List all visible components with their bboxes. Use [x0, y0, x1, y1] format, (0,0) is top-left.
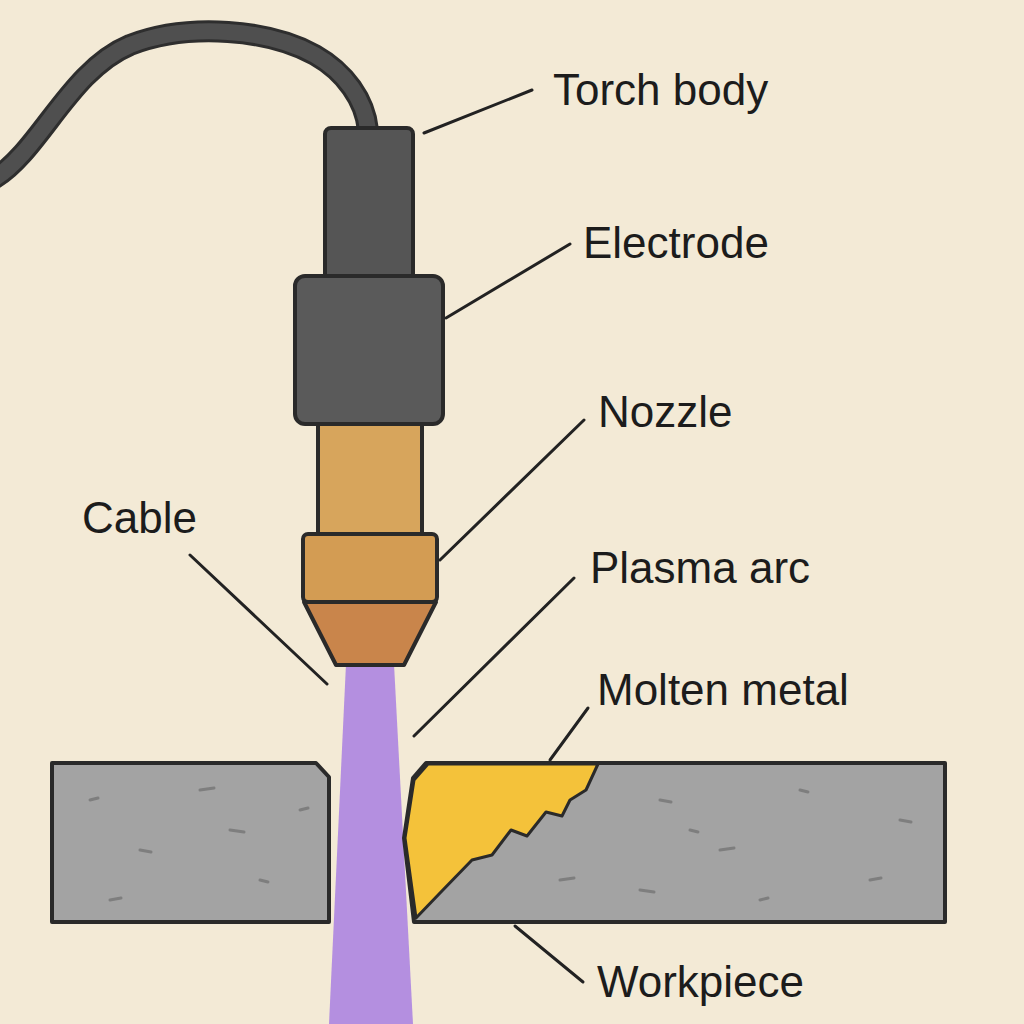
cable-outline: [0, 31, 368, 178]
part-label: Cable: [82, 496, 197, 540]
cable: [0, 31, 368, 178]
texture-stroke: [720, 848, 734, 850]
texture-stroke: [690, 830, 698, 832]
texture-stroke: [760, 898, 768, 900]
texture-stroke: [560, 878, 574, 880]
texture-stroke: [90, 798, 98, 800]
workpiece-left: [52, 763, 329, 922]
texture-stroke: [640, 890, 654, 892]
part-label: Electrode: [583, 221, 769, 265]
part-label: Plasma arc: [590, 546, 810, 590]
texture-stroke: [300, 808, 308, 810]
texture-stroke: [140, 850, 151, 852]
electrode-housing: [295, 276, 443, 424]
texture-stroke: [660, 800, 671, 802]
leader-line: [190, 555, 327, 684]
leader-line: [440, 420, 584, 560]
texture-stroke: [260, 880, 268, 882]
texture-stroke: [900, 820, 911, 822]
torch-body: [325, 128, 413, 288]
nozzle-collar: [303, 534, 437, 602]
part-label: Workpiece: [597, 960, 804, 1004]
molten-metal: [405, 764, 598, 918]
texture-stroke: [870, 878, 881, 880]
workpiece-texture: [90, 788, 911, 900]
texture-stroke: [110, 898, 121, 900]
texture-stroke: [800, 790, 808, 792]
part-label: Torch body: [553, 68, 768, 112]
leader-line: [446, 244, 570, 318]
nozzle-body: [318, 424, 422, 536]
workpiece-right: [404, 763, 945, 922]
leader-lines: [190, 90, 588, 982]
nozzle-tip: [304, 602, 436, 665]
leader-line: [414, 578, 574, 736]
texture-stroke: [200, 788, 214, 790]
leader-line: [424, 90, 532, 133]
plasma-arc: [329, 664, 413, 1024]
leader-line: [515, 926, 583, 982]
texture-stroke: [230, 830, 244, 832]
part-label: Nozzle: [598, 390, 733, 434]
part-label: Molten metal: [597, 668, 849, 712]
leader-line: [550, 708, 588, 760]
